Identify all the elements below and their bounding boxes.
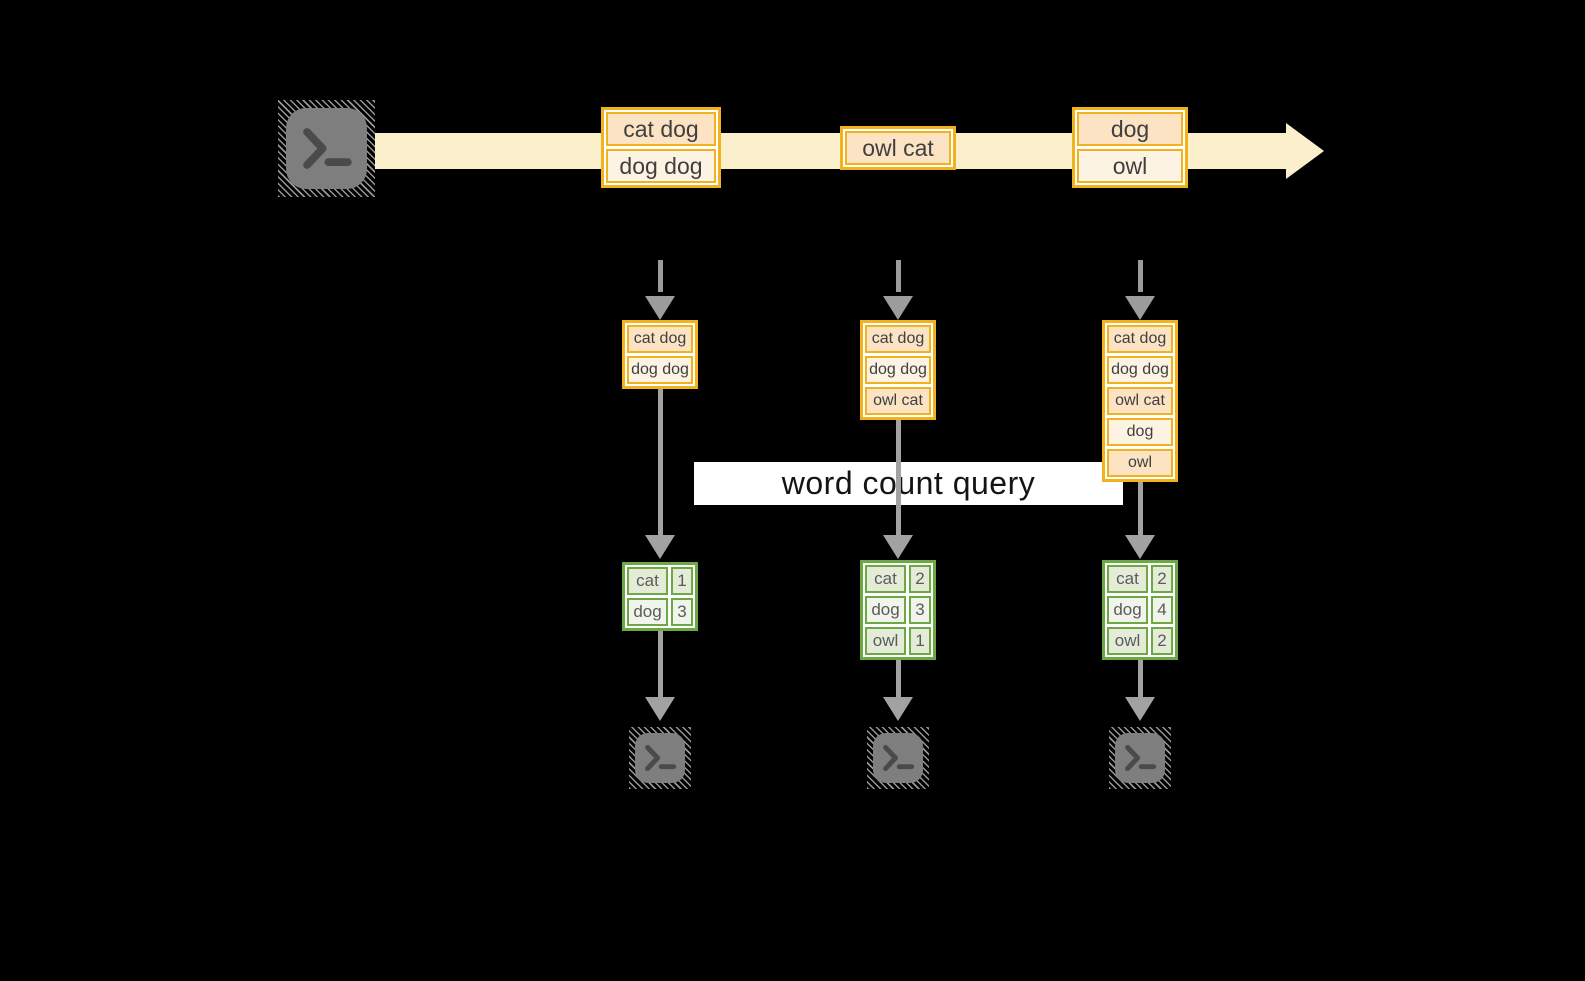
output-arrow-line — [1138, 660, 1143, 699]
trigger-arrowhead-icon — [1125, 296, 1155, 320]
terminal-prompt-icon — [645, 744, 677, 772]
batch-box-1: cat dog dog dog — [622, 320, 698, 389]
batch-row: owl cat — [1107, 387, 1173, 415]
query-arrow-line — [658, 389, 663, 537]
output-arrowhead-icon — [645, 697, 675, 721]
batch-box-2: cat dog dog dog owl cat — [860, 320, 936, 420]
trigger-arrow-dash — [1138, 260, 1143, 292]
result-table-3: cat 2 dog 4 owl 2 — [1102, 560, 1178, 660]
event-row: owl cat — [845, 131, 951, 165]
word-cell: dog — [1107, 596, 1148, 624]
trigger-arrowhead-icon — [645, 296, 675, 320]
sink-terminal-icon-1 — [629, 727, 691, 789]
batch-row: cat dog — [627, 325, 693, 353]
count-cell: 3 — [909, 596, 931, 624]
sink-terminal-icon-2 — [867, 727, 929, 789]
output-arrowhead-icon — [1125, 697, 1155, 721]
batch-row: cat dog — [1107, 325, 1173, 353]
count-cell: 1 — [909, 627, 931, 655]
count-cell: 2 — [1151, 627, 1173, 655]
query-arrowhead-icon — [645, 535, 675, 559]
count-cell: 1 — [671, 567, 693, 595]
word-cell: dog — [865, 596, 906, 624]
result-table-1: cat 1 dog 3 — [622, 562, 698, 631]
output-arrow-line — [658, 631, 663, 699]
trigger-arrow-dash — [896, 260, 901, 292]
count-cell: 2 — [909, 565, 931, 593]
result-table-2: cat 2 dog 3 owl 1 — [860, 560, 936, 660]
source-terminal-icon — [278, 100, 375, 197]
terminal-prompt-icon — [1125, 744, 1157, 772]
batch-row: owl cat — [865, 387, 931, 415]
batch-row: dog — [1107, 418, 1173, 446]
word-cell: cat — [865, 565, 906, 593]
trigger-arrowhead-icon — [883, 296, 913, 320]
word-cell: cat — [627, 567, 668, 595]
word-cell: owl — [865, 627, 906, 655]
trigger-arrow-dash — [658, 260, 663, 292]
word-cell: owl — [1107, 627, 1148, 655]
batch-row: dog dog — [865, 356, 931, 384]
output-arrow-line — [896, 660, 901, 699]
batch-row: dog dog — [627, 356, 693, 384]
output-arrowhead-icon — [883, 697, 913, 721]
event-box-3: dog owl — [1072, 107, 1188, 188]
batch-box-3: cat dog dog dog owl cat dog owl — [1102, 320, 1178, 482]
query-arrow-line — [896, 420, 901, 537]
count-cell: 3 — [671, 598, 693, 626]
event-row: dog — [1077, 112, 1183, 146]
sink-terminal-icon-3 — [1109, 727, 1171, 789]
event-box-1: cat dog dog dog — [601, 107, 721, 188]
stream-arrowhead — [1286, 123, 1324, 179]
query-arrowhead-icon — [883, 535, 913, 559]
event-row: dog dog — [606, 149, 716, 183]
terminal-prompt-icon — [303, 128, 352, 169]
query-arrow-line — [1138, 482, 1143, 537]
word-cell: cat — [1107, 565, 1148, 593]
batch-row: dog dog — [1107, 356, 1173, 384]
event-box-2: owl cat — [840, 126, 956, 170]
event-row: cat dog — [606, 112, 716, 146]
batch-row: cat dog — [865, 325, 931, 353]
query-banner: word count query — [694, 462, 1123, 505]
terminal-prompt-icon — [883, 744, 915, 772]
count-cell: 2 — [1151, 565, 1173, 593]
count-cell: 4 — [1151, 596, 1173, 624]
query-arrowhead-icon — [1125, 535, 1155, 559]
word-cell: dog — [627, 598, 668, 626]
event-row: owl — [1077, 149, 1183, 183]
batch-row: owl — [1107, 449, 1173, 477]
